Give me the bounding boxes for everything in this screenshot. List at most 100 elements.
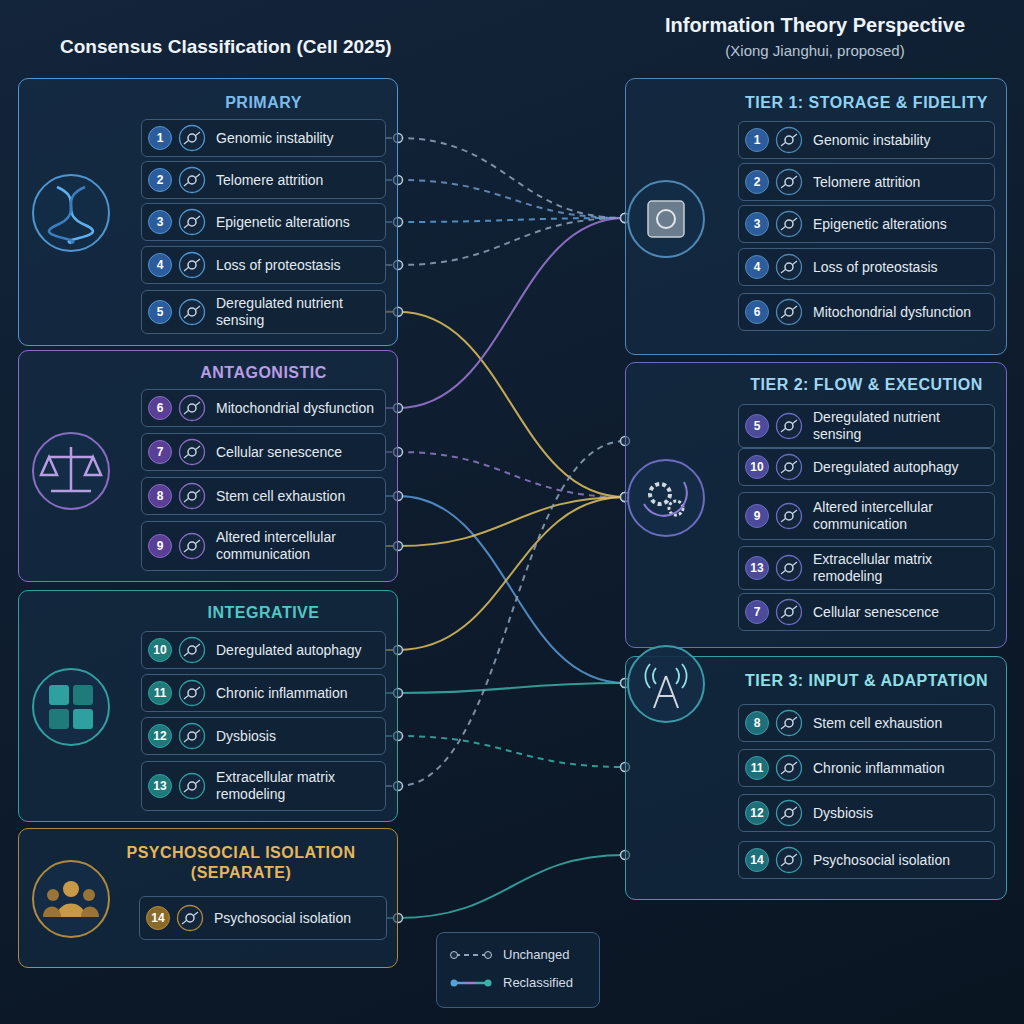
callout-number: 3 bbox=[148, 210, 172, 234]
hallmark-label: Mitochondrial dysfunction bbox=[813, 304, 971, 321]
callout-number: 14 bbox=[745, 848, 769, 872]
callout-number: 1 bbox=[745, 128, 769, 152]
legend-box: UnchangedReclassified bbox=[436, 932, 600, 1008]
callout-number: 8 bbox=[148, 484, 172, 508]
hallmark-icon bbox=[178, 438, 206, 466]
hallmark-box: 3Epigenetic alterations bbox=[141, 203, 386, 241]
group-heading: PRIMARY bbox=[141, 93, 386, 113]
hallmark-box: 7 Cellular senescence bbox=[738, 593, 995, 631]
group-heading: ANTAGONISTIC bbox=[141, 363, 386, 383]
group-icon bbox=[624, 177, 708, 261]
hallmark-label: Mitochondrial dysfunction bbox=[216, 400, 374, 417]
group-panel: TIER 2: FLOW & EXECUTION5Deregulated nut… bbox=[625, 362, 1007, 648]
callout-number: 5 bbox=[148, 300, 172, 324]
hallmark-icon bbox=[775, 253, 803, 281]
callout-number: 1 bbox=[148, 126, 172, 150]
hallmark-label: Deregulated nutrient sensing bbox=[216, 295, 377, 329]
hallmark-label: Epigenetic alterations bbox=[813, 216, 947, 233]
callout-number: 12 bbox=[745, 801, 769, 825]
hallmark-label: Chronic inflammation bbox=[216, 685, 348, 702]
connector bbox=[386, 497, 625, 650]
callout-number: 9 bbox=[745, 504, 769, 528]
hallmark-icon bbox=[178, 251, 206, 279]
hallmark-label: Loss of proteostasis bbox=[813, 259, 938, 276]
hallmark-box: 12Dysbiosis bbox=[141, 717, 386, 755]
hallmark-label: Deregulated autophagy bbox=[813, 459, 959, 476]
callout-number: 11 bbox=[745, 756, 769, 780]
hallmark-box: 11 Chronic inflammation bbox=[141, 674, 386, 712]
connector bbox=[386, 441, 625, 786]
hallmark-label: Psychosocial isolation bbox=[214, 910, 351, 927]
hallmark-box: 14 Psychosocial isolation bbox=[139, 896, 387, 940]
hallmark-box: 6Mitochondrial dysfunction bbox=[738, 293, 995, 331]
hallmark-icon bbox=[775, 846, 803, 874]
connector bbox=[386, 496, 625, 683]
hallmark-box: 4Loss of proteostasis bbox=[141, 246, 386, 284]
hallmark-icon bbox=[775, 168, 803, 196]
callout-number: 9 bbox=[148, 534, 172, 558]
hallmark-label: Psychosocial isolation bbox=[813, 852, 950, 869]
hallmark-box: 9Altered intercellular communication bbox=[738, 492, 995, 540]
connector bbox=[386, 736, 625, 767]
group-heading: TIER 1: STORAGE & FIDELITY bbox=[738, 93, 995, 113]
hallmark-box: 13Extracellular matrix remodeling bbox=[141, 761, 386, 811]
hallmark-label: Dysbiosis bbox=[813, 805, 873, 822]
hallmark-icon bbox=[775, 412, 803, 440]
hallmark-icon bbox=[775, 754, 803, 782]
hallmark-icon bbox=[775, 210, 803, 238]
hallmark-icon bbox=[178, 679, 206, 707]
hallmark-icon bbox=[775, 126, 803, 154]
hallmark-box: 5 Deregulated nutrient sensing bbox=[141, 290, 386, 334]
group-heading: TIER 3: INPUT & ADAPTATION bbox=[738, 671, 995, 691]
legend-label: Reclassified bbox=[503, 975, 573, 990]
callout-number: 6 bbox=[148, 396, 172, 420]
connector bbox=[387, 855, 625, 918]
hallmark-box: 4 Loss of proteostasis bbox=[738, 248, 995, 286]
group-heading: PSYCHOSOCIAL ISOLATION (SEPARATE) bbox=[101, 843, 381, 883]
hallmark-icon bbox=[178, 124, 206, 152]
hallmark-label: Genomic instability bbox=[813, 132, 931, 149]
group-icon bbox=[624, 456, 708, 540]
hallmark-label: Stem cell exhaustion bbox=[216, 488, 345, 505]
legend-row: Reclassified bbox=[449, 975, 573, 990]
group-icon bbox=[29, 665, 113, 749]
hallmark-box: 1 Genomic instability bbox=[141, 119, 386, 157]
hallmark-label: Genomic instability bbox=[216, 130, 334, 147]
hallmark-icon bbox=[775, 453, 803, 481]
group-panel: PRIMARY1Genomic instability2Telomere att… bbox=[18, 78, 398, 346]
group-heading: INTEGRATIVE bbox=[141, 603, 386, 623]
hallmark-box: 12 Dysbiosis bbox=[738, 794, 995, 832]
callout-number: 11 bbox=[148, 681, 172, 705]
hallmark-box: 1 Genomic instability bbox=[738, 121, 995, 159]
callout-number: 8 bbox=[745, 711, 769, 735]
hallmark-label: Deregulated autophagy bbox=[216, 642, 362, 659]
hallmark-icon bbox=[178, 394, 206, 422]
hallmark-label: Deregulated nutrient sensing bbox=[813, 409, 986, 443]
callout-number: 4 bbox=[745, 255, 769, 279]
callout-number: 3 bbox=[745, 212, 769, 236]
callout-number: 5 bbox=[745, 414, 769, 438]
group-icon bbox=[29, 171, 113, 255]
hallmark-icon bbox=[178, 772, 206, 800]
hallmark-label: Telomere attrition bbox=[813, 174, 920, 191]
diagram-title: Consensus Classification (Cell 2025) bbox=[60, 36, 392, 58]
group-panel: TIER 1: STORAGE & FIDELITY 1 Genomic insta… bbox=[625, 78, 1007, 355]
connector bbox=[386, 452, 625, 497]
hallmark-label: Cellular senescence bbox=[813, 604, 939, 621]
connector bbox=[386, 683, 625, 693]
hallmark-label: Dysbiosis bbox=[216, 728, 276, 745]
group-icon bbox=[29, 429, 113, 513]
hallmark-box: 9Altered intercellular communication bbox=[141, 521, 386, 571]
callout-number: 2 bbox=[745, 170, 769, 194]
hallmark-box: 8Stem cell exhaustion bbox=[738, 704, 995, 742]
group-panel: INTEGRATIVE10Deregulated autophagy11Chro… bbox=[18, 590, 398, 822]
callout-number: 14 bbox=[146, 906, 170, 930]
hallmark-icon bbox=[178, 722, 206, 750]
hallmark-label: Extracellular matrix remodeling bbox=[216, 769, 377, 803]
connector bbox=[386, 218, 625, 408]
callout-number: 7 bbox=[745, 600, 769, 624]
legend-row: Unchanged bbox=[449, 947, 570, 962]
hallmark-box: 10Deregulated autophagy bbox=[738, 448, 995, 486]
hallmark-icon bbox=[178, 208, 206, 236]
